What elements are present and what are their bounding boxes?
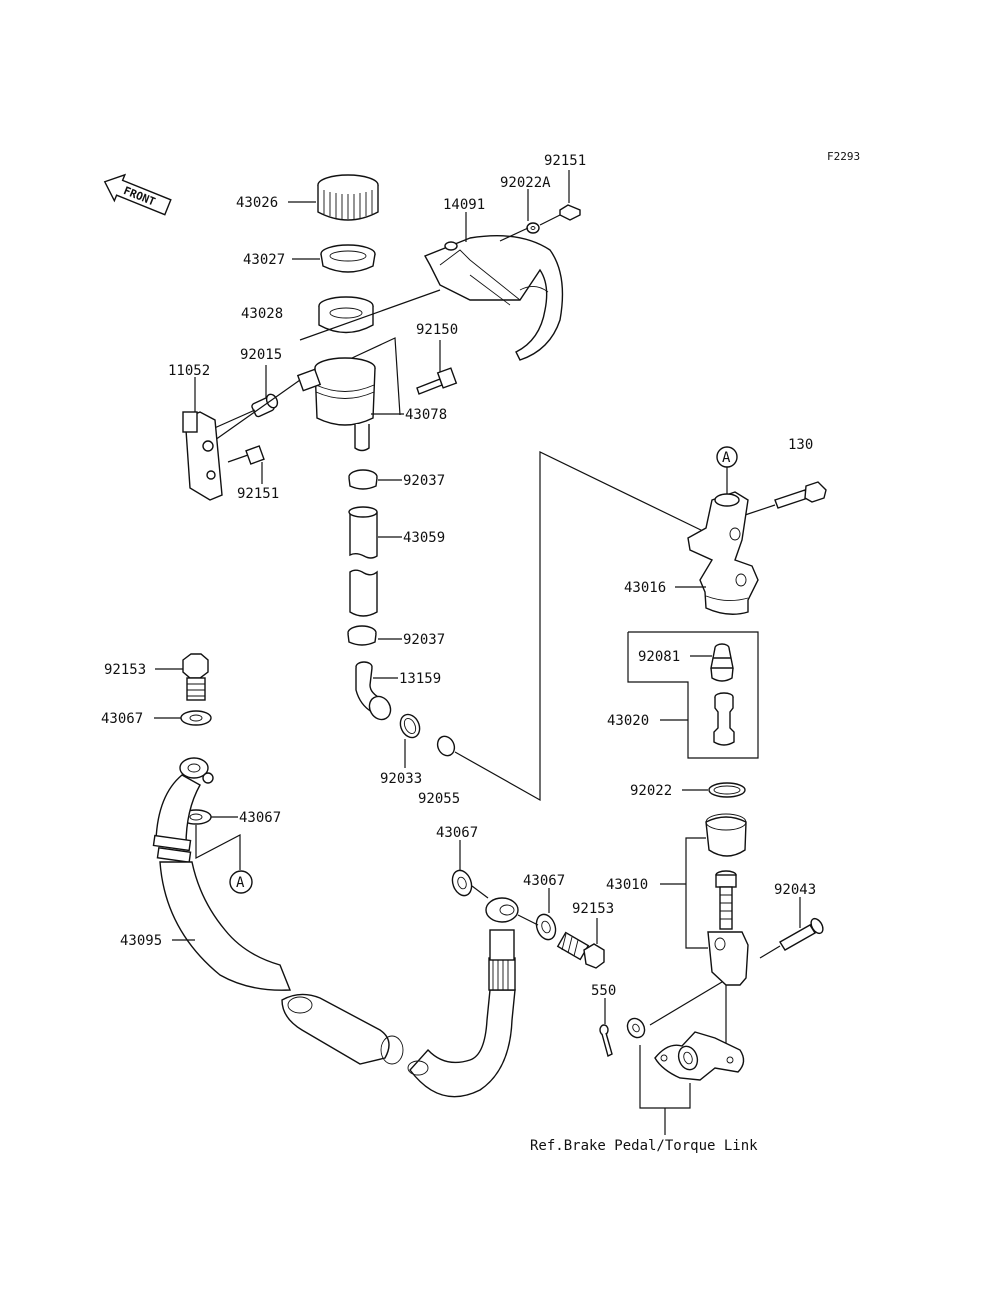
label-13159: 13159: [399, 671, 441, 687]
label-92037-bottom: 92037: [403, 632, 445, 648]
label-130: 130: [788, 437, 813, 453]
label-14091: 14091: [443, 197, 485, 213]
label-92033: 92033: [380, 771, 422, 787]
bolt-92151-top: [539, 204, 581, 226]
bolt-92150: [416, 367, 458, 395]
reference-note: Ref.Brake Pedal/Torque Link: [530, 1138, 758, 1154]
label-43028: 43028: [241, 306, 283, 322]
elbow-fitting-13159: [355, 661, 392, 721]
label-43016: 43016: [624, 580, 666, 596]
label-92150: 92150: [416, 322, 458, 338]
washer-43067-a: [180, 710, 212, 726]
label-550: 550: [591, 983, 616, 999]
label-92043: 92043: [774, 882, 816, 898]
bolt-92151-left: [227, 445, 265, 465]
label-11052: 11052: [168, 363, 210, 379]
cotter-pin-550: [599, 1024, 613, 1058]
label-92081: 92081: [638, 649, 680, 665]
washer-43067-d: [535, 913, 557, 941]
bracket-11052: [182, 411, 223, 501]
push-rod-43010: [705, 813, 749, 986]
label-43059: 43059: [403, 530, 445, 546]
callout-a-bottom: A: [229, 870, 253, 894]
callout-a-top-label: A: [722, 450, 731, 466]
diaphragm: [318, 296, 374, 334]
label-43067-a: 43067: [101, 711, 143, 727]
label-43078: 43078: [405, 407, 447, 423]
label-92022A: 92022A: [500, 175, 551, 191]
reservoir-hose: [348, 506, 378, 617]
label-92022: 92022: [630, 783, 672, 799]
bolt-130: [744, 481, 827, 516]
label-92037-top: 92037: [403, 473, 445, 489]
label-92153-left: 92153: [104, 662, 146, 678]
front-arrow-icon: FRONT: [103, 173, 172, 216]
reservoir-body: [296, 357, 376, 452]
banjo-bolt-92153-left: [182, 653, 209, 701]
clamp-92037-bottom: [347, 625, 377, 646]
clamp-92037-top: [348, 469, 378, 490]
piston-43020: [713, 692, 735, 746]
label-92015: 92015: [240, 347, 282, 363]
label-43067-b: 43067: [239, 810, 281, 826]
brake-hose-43095: [152, 757, 519, 1098]
boot-92081: [710, 643, 734, 682]
label-92153-right: 92153: [572, 901, 614, 917]
label-43095: 43095: [120, 933, 162, 949]
brake-pedal-link: [654, 1031, 745, 1081]
callout-a-bottom-label: A: [236, 875, 245, 891]
diaphragm-plate: [320, 244, 376, 273]
label-43067-d: 43067: [523, 873, 565, 889]
o-ring-92055: [436, 735, 456, 757]
reservoir-cover: [424, 235, 564, 361]
circlip-92022: [708, 782, 746, 798]
master-cylinder-43016: [687, 491, 759, 615]
washer-43067-c: [451, 869, 473, 897]
reservoir-cap: [317, 174, 379, 221]
label-43027: 43027: [243, 252, 285, 268]
label-43067-c: 43067: [436, 825, 478, 841]
pin-92043: [759, 917, 824, 959]
washer-link: [626, 1017, 646, 1039]
snap-ring-92033: [399, 713, 421, 739]
label-92151-top: 92151: [544, 153, 586, 169]
washer-92022A: [526, 222, 540, 234]
callout-a-top: A: [716, 446, 738, 495]
banjo-bolt-92153-right: [556, 931, 605, 969]
figure-code: F2293: [827, 150, 860, 163]
label-92151-left: 92151: [237, 486, 279, 502]
label-43026: 43026: [236, 195, 278, 211]
label-92055: 92055: [418, 791, 460, 807]
label-43010: 43010: [606, 877, 648, 893]
label-43020: 43020: [607, 713, 649, 729]
piston-kit-box: [627, 631, 759, 759]
